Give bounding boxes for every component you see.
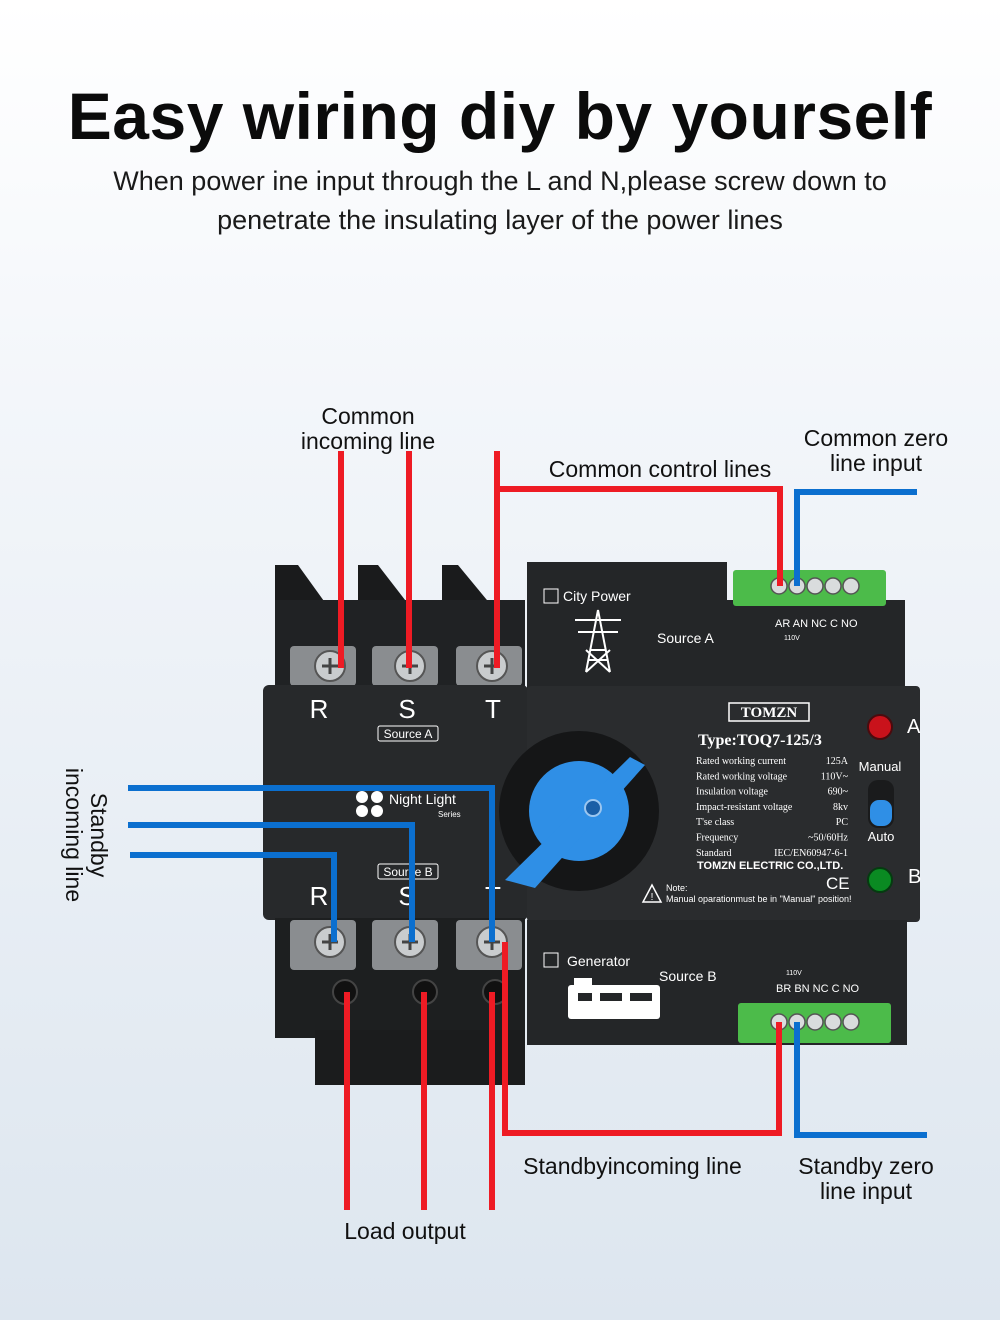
label-standby-zero-line2: line input	[819, 1178, 913, 1204]
spec-value: PC	[836, 817, 849, 828]
source-b-tag: Source B	[383, 865, 432, 879]
spec-value: 125A	[826, 756, 849, 767]
mode-switch[interactable]	[870, 800, 892, 826]
spec-key: Rated working current	[696, 756, 786, 767]
company-name: TOMZN ELECTRIC CO.,LTD.	[697, 860, 843, 872]
label-standby-incoming-bottom: Standbyincoming line	[523, 1153, 742, 1179]
spec-key: Rated working voltage	[696, 771, 788, 782]
blue-wire-standby-2	[128, 822, 415, 942]
spec-value: 690~	[828, 787, 849, 798]
generator-label: Generator	[567, 953, 630, 969]
label-standby-zero-line1: Standby zero	[798, 1153, 934, 1179]
controller-module: AR AN NC C NO 110V City Power Source A T…	[499, 562, 921, 1045]
label-common-zero: Common zero line input	[795, 426, 957, 476]
label-common-zero-line2: line input	[829, 450, 923, 476]
indicator-b-label: B	[908, 866, 921, 888]
subtitle-line-2: penetrate the insulating layer of the po…	[217, 205, 783, 235]
blue-wire-standby-3	[130, 852, 337, 942]
generator-icon	[568, 978, 660, 1019]
label-common-zero-line1: Common zero	[803, 425, 949, 451]
label-standby-incoming-vertical: Standby incoming line	[61, 745, 112, 925]
indicator-a-label: A	[907, 716, 921, 738]
wires	[128, 451, 927, 1210]
label-common-incoming: Common incoming line	[288, 404, 448, 454]
headline-title: Easy wiring diy by yourself	[67, 79, 933, 153]
spec-list: Rated working current 125A Rated working v…	[696, 756, 849, 859]
blue-wire-standby-1	[128, 785, 495, 942]
label-load-output: Load output	[344, 1218, 466, 1244]
label-common-incoming-line1: Common	[321, 403, 415, 429]
phase-label-r-bottom: R	[310, 881, 329, 911]
label-standby-incoming-line2: incoming line	[61, 767, 87, 903]
phase-label-r-top: R	[310, 694, 329, 724]
svg-text:!: !	[651, 892, 654, 903]
spec-value: 8kv	[833, 802, 848, 813]
power-tower-icon	[575, 609, 621, 673]
phase-label-t-top: T	[485, 694, 501, 724]
spec-key: Insulation voltage	[696, 787, 768, 798]
spec-value: IEC/EN60947-6-1	[774, 848, 848, 859]
blue-wire-standby-zero	[794, 1022, 927, 1138]
spec-key: T'se class	[696, 817, 734, 828]
label-standby-zero: Standby zero line input	[785, 1154, 947, 1204]
spec-value: 110V~	[821, 771, 849, 782]
mode-manual-label: Manual	[859, 759, 902, 774]
brand-logo: TOMZN	[741, 705, 798, 721]
red-wire-common-control	[497, 486, 783, 586]
blue-wire-common-zero	[794, 489, 917, 586]
mode-auto-label: Auto	[868, 829, 895, 844]
label-common-control: Common control lines	[548, 456, 772, 482]
breaker-module: R S T Source A Night Light Series Source…	[263, 565, 528, 1085]
source-b-label: Source B	[659, 968, 717, 984]
rotary-knob-handle[interactable]	[505, 757, 645, 888]
terminal-bottom-labels: BR BN NC C NO	[776, 983, 860, 995]
terminal-bottom-voltage: 110V	[786, 970, 802, 977]
spec-key: Impact-resistant voltage	[696, 802, 793, 813]
model-type: Type:TOQ7-125/3	[698, 732, 822, 749]
spec-key: Standard	[696, 848, 732, 859]
night-light-brand: Night Light	[389, 791, 456, 807]
label-common-incoming-line2: incoming line	[300, 428, 436, 454]
warning-icon: !	[641, 883, 663, 903]
note-text: Manual oparationmust be in "Manual" posi…	[666, 894, 852, 904]
night-light-logo-icon	[356, 791, 383, 817]
note-title: Note:	[666, 883, 688, 893]
terminal-top-voltage: 110V	[784, 635, 800, 642]
spec-key: Frequency	[696, 833, 738, 844]
indicator-b-lamp	[867, 867, 893, 893]
red-wire-standby-control	[502, 942, 782, 1136]
phase-label-s-top: S	[398, 694, 415, 724]
source-a-label: Source A	[657, 630, 714, 646]
label-standby-incoming-line1: Standby	[86, 792, 112, 878]
terminal-top-labels: AR AN NC C NO	[775, 618, 858, 630]
subtitle-line-1: When power ine input through the L and N…	[113, 166, 887, 196]
ce-mark: CE	[826, 874, 850, 893]
night-light-series: Series	[438, 810, 461, 819]
indicator-a-lamp	[867, 714, 893, 740]
city-power-label: City Power	[563, 588, 631, 604]
spec-value: ~50/60Hz	[808, 833, 848, 844]
source-a-tag: Source A	[384, 727, 433, 741]
